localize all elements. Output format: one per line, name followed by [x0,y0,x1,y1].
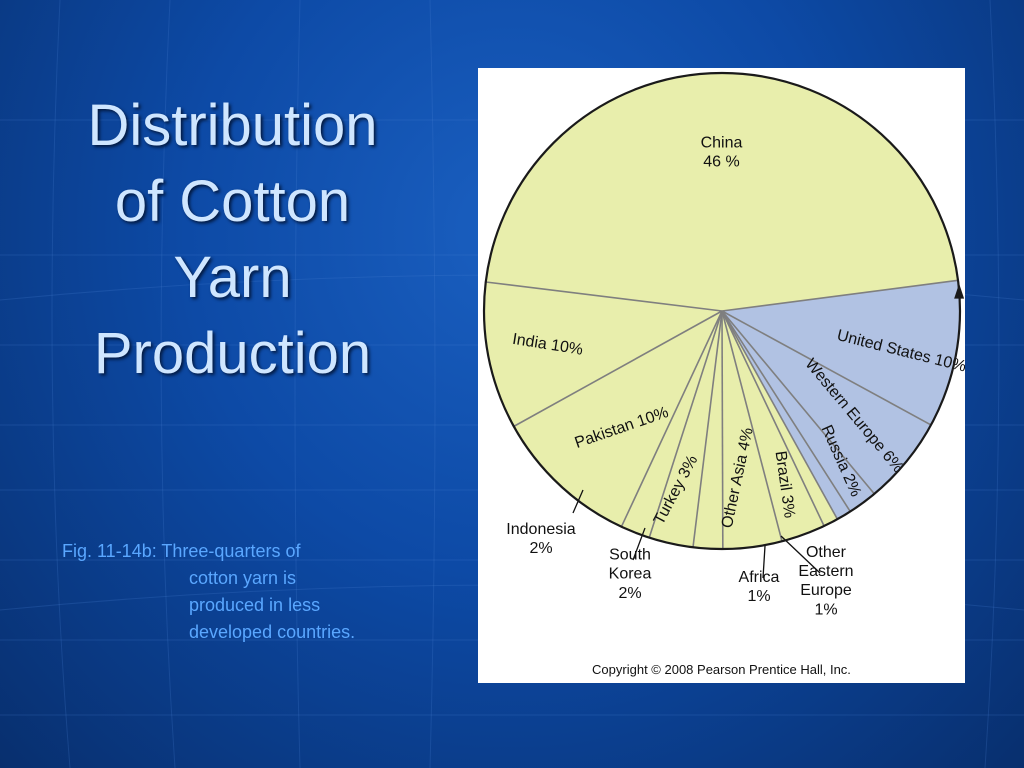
slice-divider-8 [721,310,783,542]
pie-slice-4 [621,311,722,538]
pie-slice-8 [722,311,825,542]
slice-divider-1 [721,279,959,312]
slice-divider-12 [721,310,875,495]
title-line-4: Production [93,321,372,386]
caption-line-2: cotton yarn is [189,568,297,588]
slice-divider-13 [721,310,932,426]
leader-line-9 [762,545,766,579]
title-line-1: Distribution [87,93,378,158]
leader-line-10 [780,535,821,574]
title-line-3: Yarn [173,245,292,310]
slice-divider-6 [692,310,723,548]
pie-slice-10 [722,311,851,520]
pie-slice-12 [722,311,931,494]
slice-dividers [485,279,959,550]
caption-line-1: Fig. 11-14b: Three-quarters of [62,541,301,561]
slice-divider-5 [648,310,723,538]
slice-divider-10 [721,310,839,520]
caption-line-4: developed countries. [189,622,356,642]
slice-divider-3 [513,310,723,428]
slice-divider-2 [485,281,723,312]
title-line-2: of Cotton [114,169,351,234]
pie-slice-9 [722,311,838,526]
caption-line-3: produced in less [189,595,321,615]
slice-divider-11 [721,310,851,512]
slice-divider-4 [620,310,723,528]
figure-caption: Fig. 11-14b: Three-quarters of cotton ya… [62,538,422,646]
slice-divider-9 [721,310,825,527]
slide-title: Distribution of Cotton Yarn Production [40,88,425,392]
copyright-notice: Copyright © 2008 Pearson Prentice Hall, … [592,662,851,677]
pie-outline [482,71,962,551]
pie-slice-1 [485,73,959,311]
pie-slice-11 [722,311,875,512]
pie-slice-2 [484,281,722,427]
direction-arrow-icon [954,283,965,299]
slice-divider-7 [721,310,724,550]
leader-line-6 [632,527,646,561]
pie-slice-3 [513,311,722,527]
pie-slice-13 [722,280,960,425]
